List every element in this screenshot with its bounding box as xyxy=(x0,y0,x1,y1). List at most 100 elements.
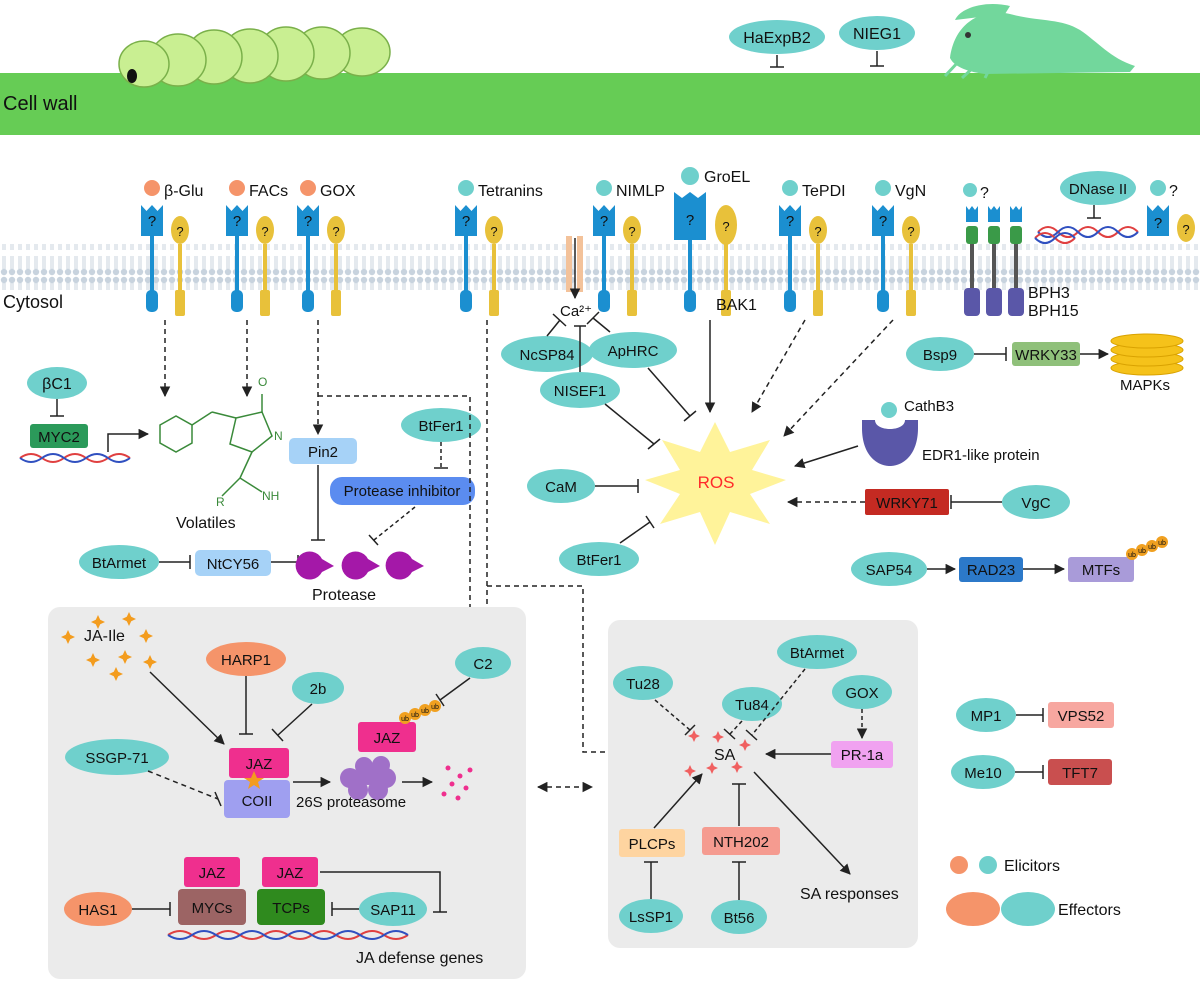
receptor-kinase xyxy=(460,290,472,312)
mapks-label: MAPKs xyxy=(1120,377,1170,394)
btfer1-top-label: BtFer1 xyxy=(418,418,463,435)
c2-label: C2 xyxy=(473,656,492,673)
dnase-label: DNase II xyxy=(1069,181,1127,198)
mp1-label: MP1 xyxy=(971,708,1002,725)
ligand-label: NIMLP xyxy=(616,183,665,200)
receptor-kinase xyxy=(784,290,796,312)
receptor-ectodomain xyxy=(226,205,248,236)
svg-text:ub: ub xyxy=(1128,552,1136,559)
edr1-cup-icon xyxy=(862,420,918,466)
jaz-ub-label: JAZ xyxy=(374,730,401,747)
mtfs-label: MTFs xyxy=(1082,562,1120,579)
dnase-ii: DNase II xyxy=(1034,171,1139,244)
receptor-kinase xyxy=(684,290,696,312)
ligand-label: GOX xyxy=(320,183,356,200)
receptor-kinase xyxy=(146,290,158,312)
receptor-ectodomain xyxy=(872,205,894,236)
volatile-molecule-icon xyxy=(159,394,273,497)
ubiquitin-icon xyxy=(1136,544,1148,556)
sa-module: Tu28 Tu84 BtArmet GOX PR-1a SA PLCPs NTH… xyxy=(613,635,899,934)
tft7-label: TFT7 xyxy=(1062,765,1098,782)
molecule-icon xyxy=(122,612,136,626)
volatile-n-label: N xyxy=(274,429,283,443)
lssp1-label: LsSP1 xyxy=(629,909,673,926)
degraded-peptide-dots xyxy=(441,765,473,801)
has1-label: HAS1 xyxy=(78,902,117,919)
receptor-question: ? xyxy=(233,213,241,230)
haexpb2-label: HaExpB2 xyxy=(743,30,811,47)
volatile-r-label: R xyxy=(216,495,225,509)
pin2-label: Pin2 xyxy=(308,444,338,461)
legend-effectors-label: Effectors xyxy=(1058,902,1121,919)
ligand-label: Tetranins xyxy=(478,183,543,200)
svg-text:?: ? xyxy=(722,219,729,234)
receptor-5: GroEL?? xyxy=(674,167,750,316)
volatile-nh-label: NH xyxy=(262,489,279,503)
ubiquitin-icon xyxy=(429,700,441,712)
svg-text:?: ? xyxy=(176,224,183,239)
coreceptor-icon xyxy=(485,216,503,244)
svg-text:?: ? xyxy=(332,224,339,239)
svg-text:?: ? xyxy=(814,224,821,239)
receptor-ectodomain xyxy=(297,205,319,236)
bc1-label: βC1 xyxy=(42,376,72,393)
receptor-3: Tetranins?? xyxy=(455,180,543,316)
ligand-icon xyxy=(458,180,474,196)
molecule-icon xyxy=(731,761,743,773)
coreceptor-icon xyxy=(623,216,641,244)
receptor-group: β-Glu??FACs??GOX??Tetranins??NIMLP??GroE… xyxy=(141,167,1195,316)
coreceptor-icon xyxy=(809,216,827,244)
rad23-label: RAD23 xyxy=(967,562,1015,579)
ubiquitin-icon xyxy=(1156,536,1168,548)
ja-ile-bound-icon xyxy=(244,771,264,789)
proteasome-label: 26S proteasome xyxy=(296,794,406,811)
cathb3-label: CathB3 xyxy=(904,398,954,415)
coreceptor-icon xyxy=(171,216,189,244)
ja-ile-label: JA-Ile xyxy=(84,628,125,645)
bph15-label: BPH15 xyxy=(1028,303,1079,320)
tu28-label: Tu28 xyxy=(626,676,660,693)
receptor-kinase xyxy=(598,290,610,312)
legend-elicitor-orange-icon xyxy=(950,856,968,874)
receptor-0: β-Glu?? xyxy=(141,180,203,316)
svg-text:ub: ub xyxy=(431,704,439,711)
calcium-label: Ca²⁺ xyxy=(560,303,592,320)
ligand-icon xyxy=(300,180,316,196)
svg-text:?: ? xyxy=(490,224,497,239)
molecule-icon xyxy=(706,762,718,774)
ligand-label: TePDI xyxy=(802,183,846,200)
calcium-channel: Ca²⁺ xyxy=(560,236,592,320)
svg-text:?: ? xyxy=(1169,183,1178,200)
receptor-kinase xyxy=(302,290,314,312)
svg-text:?: ? xyxy=(907,224,914,239)
ligand-icon xyxy=(875,180,891,196)
protease-label: Protease xyxy=(312,587,376,604)
btfer1-ros-label: BtFer1 xyxy=(576,552,621,569)
receptor-kinase xyxy=(231,290,243,312)
bak1-label: BAK1 xyxy=(716,297,757,314)
receptor-ectodomain xyxy=(674,192,706,240)
bph3-label: BPH3 xyxy=(1028,285,1070,302)
volatile-o-label: O xyxy=(258,375,267,389)
ligand-label: GroEL xyxy=(704,169,750,186)
molecule-icon xyxy=(684,765,696,777)
sa-molecules xyxy=(684,730,751,777)
jaz-label: JAZ xyxy=(246,756,273,773)
wrky71-label: WRKY71 xyxy=(876,495,938,512)
svg-text:ub: ub xyxy=(1138,548,1146,555)
svg-text:ub: ub xyxy=(421,708,429,715)
ncsp84-label: NcSP84 xyxy=(519,347,574,364)
mapk-module: Bsp9 WRKY33 MAPKs xyxy=(906,333,1184,394)
cam-label: CaM xyxy=(545,479,577,496)
molecule-icon xyxy=(118,650,132,664)
legend-elicitors-label: Elicitors xyxy=(1004,858,1060,875)
svg-text:ub: ub xyxy=(1148,544,1156,551)
ubiquitin-icon xyxy=(1146,540,1158,552)
molecule-icon xyxy=(86,653,100,667)
molecule-icon xyxy=(109,667,123,681)
ja-defense-genes-label: JA defense genes xyxy=(356,950,483,967)
ubiquitin-icon xyxy=(399,712,411,724)
sa-responses-label: SA responses xyxy=(800,886,899,903)
tu84-label: Tu84 xyxy=(735,697,769,714)
